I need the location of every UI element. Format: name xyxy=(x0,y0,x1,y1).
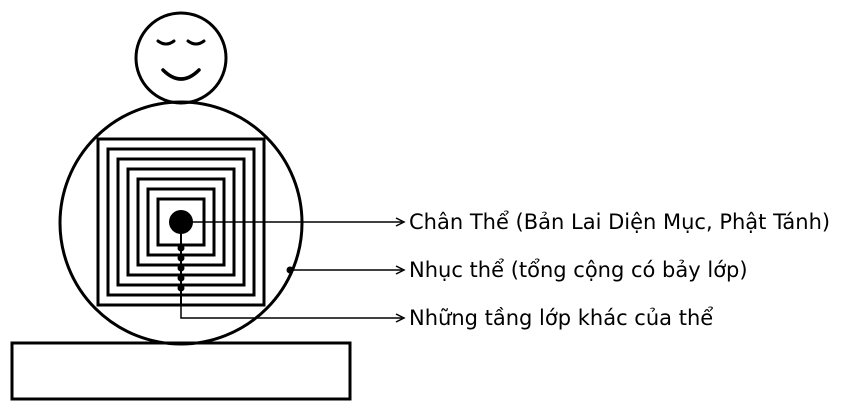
pointer-true-self: Chân Thể (Bản Lai Diện Mục, Phật Tánh) xyxy=(181,210,830,234)
label-physical-body: Nhục thể (tổng cộng có bảy lớp) xyxy=(409,258,748,282)
pointer-physical-body: Nhục thể (tổng cộng có bảy lớp) xyxy=(286,258,748,282)
arrow-head-icon xyxy=(395,313,406,323)
pointer-line xyxy=(180,304,402,319)
head xyxy=(134,11,228,105)
layer-marker-dot xyxy=(177,284,185,292)
head-outline xyxy=(134,11,228,105)
pointer-other-layers: Những tầng lớp khác của thể xyxy=(180,304,713,330)
left-eye xyxy=(156,39,176,46)
layer-marker-dot xyxy=(177,264,185,272)
arrow-head-icon xyxy=(395,217,406,227)
label-other-layers: Những tầng lớp khác của thể xyxy=(409,306,713,330)
right-eye xyxy=(186,39,206,46)
arrow-head-icon xyxy=(395,265,406,275)
layer-marker-dot xyxy=(177,274,185,282)
label-true-self: Chân Thể (Bản Lai Diện Mục, Phật Tánh) xyxy=(409,210,830,234)
layer-marker-dot xyxy=(177,244,185,252)
layer-marker-dot xyxy=(177,254,185,262)
base-block xyxy=(10,341,352,401)
layer-connector xyxy=(177,234,185,304)
smile xyxy=(161,68,201,81)
